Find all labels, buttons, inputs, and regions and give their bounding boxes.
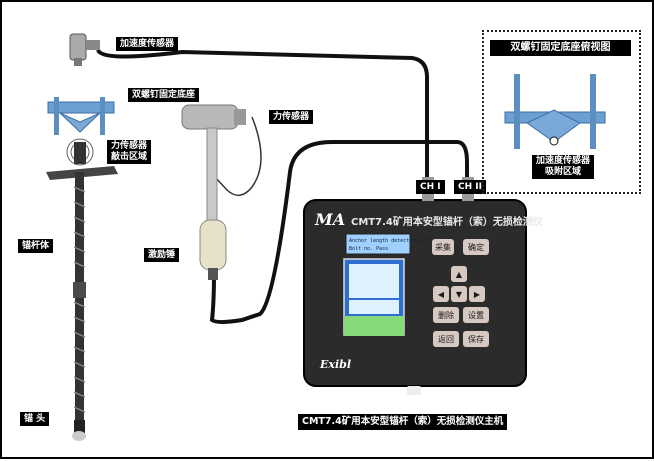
label-main-unit: CMT7.4矿用本安型锚杆（索）无损检测仪主机	[298, 414, 508, 430]
strike-zone-line1: 力传感器	[111, 141, 148, 151]
label-accel-sensor: 加速度传感器	[116, 37, 179, 51]
label-anchor-head: 锚 头	[20, 412, 50, 426]
button-down: ▼	[456, 290, 463, 299]
device-title: CMT7.4矿用本安型锚杆（索）无损检测仪	[351, 217, 543, 228]
label-ch1: CH I	[416, 180, 445, 194]
button-back: 返回	[438, 335, 454, 344]
device-exibl-mark: Exibl	[320, 358, 351, 371]
mount-zone-line1: 加速度传感器	[536, 156, 591, 166]
label-ch2: CH II	[454, 180, 486, 194]
button-right: ▶	[474, 290, 481, 299]
label-force-sensor: 力传感器	[269, 110, 314, 124]
keypad: 采集 确定 ▲ ◀ ▼ ▶ 删除 设置 返回 保存	[432, 239, 489, 347]
label-mount-zone: 加速度传感器 吸附区域	[532, 155, 595, 179]
strike-zone-line2: 敲击区域	[111, 152, 148, 162]
button-collect: 采集	[435, 242, 451, 252]
force-hammer-graphic	[181, 104, 246, 280]
top-view-clamp-graphic	[504, 74, 606, 149]
top-view-panel	[482, 30, 641, 194]
label-bolt-body: 锚杆体	[18, 239, 54, 253]
mount-zone-line2: 吸附区域	[545, 167, 582, 177]
force-sensor-cable	[214, 116, 262, 196]
label-strike-zone: 力传感器 敲击区域	[107, 140, 152, 164]
anchor-bolt-graphic	[46, 97, 118, 441]
button-left: ◀	[438, 290, 445, 299]
device-logo: MA	[315, 210, 346, 229]
accel-sensor-graphic	[69, 33, 100, 66]
label-clamp-base: 双螺钉固定底座	[128, 88, 200, 102]
device-screen-line2: Bolt no. Pass	[349, 246, 389, 252]
button-settings: 设置	[468, 310, 484, 320]
top-view-title: 双螺钉固定底座俯视图	[490, 40, 631, 56]
button-delete: 删除	[438, 310, 454, 320]
button-confirm: 确定	[468, 242, 484, 252]
device-screen-line1: Anchor length detection 1/3	[349, 238, 431, 244]
accel-cable	[96, 48, 429, 177]
label-hammer: 激励锤	[144, 248, 180, 262]
button-up: ▲	[456, 270, 463, 279]
hammer-cable	[209, 140, 469, 324]
button-save: 保存	[468, 334, 484, 344]
